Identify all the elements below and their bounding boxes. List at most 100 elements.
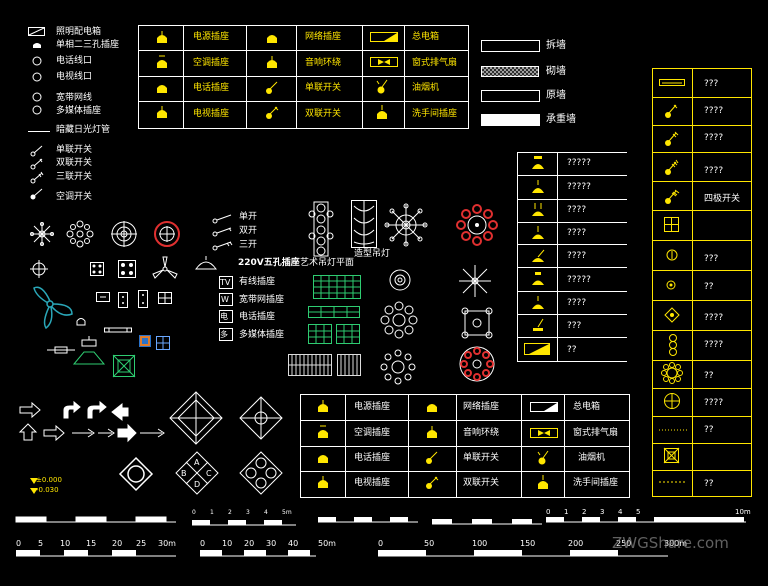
green-square-lamp-icon (112, 354, 136, 378)
phone-socket-icon (157, 85, 167, 93)
desk-lamp-icon (195, 256, 217, 270)
scale-label: 250 (616, 539, 632, 548)
green-panel-icon (308, 306, 360, 318)
red-ring-lamp-icon (154, 221, 180, 247)
scale-label: 10m (735, 508, 751, 516)
four-way-switch-icon (665, 189, 680, 204)
rgb-panel-icon (139, 335, 151, 347)
socket-icon (157, 31, 167, 43)
ring-chandelier-icon (380, 349, 416, 385)
grid-panel-icon (158, 292, 172, 304)
art-lamp-label: 艺术吊灯平面 (300, 258, 355, 268)
table-rule (652, 181, 751, 182)
tv-socket-icon (157, 106, 167, 118)
table-cell: 网络插座 (305, 32, 342, 42)
square-chandelier-icon (461, 307, 493, 339)
legend-item: 宽带网线 (56, 93, 93, 103)
scale-label: 15 (86, 539, 97, 548)
network-socket-icon (427, 404, 437, 412)
scale-bar (378, 550, 668, 557)
downlight-icon (666, 249, 678, 261)
table-rule (404, 25, 405, 128)
list-item: ?? (704, 479, 714, 489)
table-rule (652, 125, 751, 126)
scale-bar (15, 516, 176, 523)
table-rule (517, 152, 627, 153)
list-item: ???? (704, 106, 724, 116)
red-chandelier-icon (456, 204, 498, 246)
multi-socket-box (219, 328, 233, 341)
table-cell: 油烟机 (578, 453, 606, 463)
scale-label: 20 (112, 539, 123, 548)
socket-220-label: 220V五孔插座 (238, 258, 300, 268)
table-cell: 空调插座 (354, 428, 391, 438)
tv-socket-label: 有线插座 (239, 277, 276, 287)
scale-bar (318, 517, 418, 523)
elevation-label: -0.030 (36, 486, 59, 494)
legend-item: 三联开关 (56, 172, 93, 182)
wall-lamp-icon (76, 318, 86, 326)
new-wall-swatch (481, 66, 539, 77)
switch-label: 三开 (239, 240, 258, 250)
wall-legend-label: 原墙 (546, 90, 566, 101)
network-outlet-icon (32, 92, 42, 102)
table-cell: 双联开关 (463, 478, 500, 488)
scale-label: 100 (472, 539, 488, 548)
table-rule (300, 471, 629, 472)
socket-icon (33, 43, 41, 48)
index-diamond-icon (175, 451, 219, 495)
scale-label: 1 (564, 508, 569, 516)
table-cell: 空调插座 (193, 58, 230, 68)
green-ceiling-grid-icon (313, 275, 361, 299)
table-cell: 窗式排气扇 (412, 58, 458, 68)
table-rule (517, 199, 627, 200)
fluorescent-lamp-icon (659, 79, 685, 86)
grille-lamp-icon (664, 307, 680, 323)
scale-label: 1 (210, 509, 214, 516)
table-rule (517, 314, 627, 315)
list-item: ????? (567, 158, 591, 168)
scale-label: 30m (158, 539, 176, 548)
wall-legend-label: 承重墙 (546, 114, 576, 125)
triple-lamp-icon (669, 334, 677, 356)
table-rule (183, 25, 184, 128)
legend-item: 电视线口 (56, 72, 93, 82)
snowflake-lamp-icon (30, 222, 54, 246)
table-rule (517, 222, 627, 223)
tv-glyph: TV (220, 278, 231, 287)
strip-panel-icon (118, 292, 128, 308)
phone-outlet-icon (32, 56, 42, 66)
scale-label: 50 (424, 539, 435, 548)
table-rule (517, 337, 627, 338)
elevation-mark-icon (30, 488, 38, 494)
ring-chandelier-icon (380, 301, 418, 339)
legend-item: 单联开关 (56, 145, 93, 155)
table-rule (652, 416, 751, 417)
scale-label: 10 (222, 539, 233, 548)
multi-glyph: 多 (220, 330, 228, 339)
existing-wall-swatch (481, 90, 540, 102)
scale-label: 5 (636, 508, 641, 516)
scale-label: 2 (228, 509, 232, 516)
triple-switch-icon (665, 159, 679, 175)
phone-socket-icon (318, 455, 328, 463)
multi-socket-label: 多媒体插座 (239, 330, 285, 340)
table-rule (408, 394, 409, 497)
legend-item: 双联开关 (56, 158, 93, 168)
list-item: 四极开关 (704, 194, 741, 204)
table-rule (692, 68, 693, 496)
wall-legend-label: 砌墙 (546, 66, 566, 77)
single-switch-icon (266, 81, 278, 94)
wall-legend-label: 拆墙 (546, 40, 566, 51)
scale-label: 10 (60, 539, 71, 548)
list-item: ???? (567, 228, 587, 238)
table-rule (456, 394, 457, 497)
table-rule (300, 420, 629, 421)
single-switch-icon (212, 214, 232, 224)
table-rule (652, 443, 751, 444)
table-rule (517, 291, 627, 292)
ceiling-fan-icon (33, 286, 73, 330)
list-item: ???? (704, 166, 724, 176)
legend-item: 电话线口 (56, 56, 93, 66)
spot-lamp-icon (532, 226, 544, 239)
